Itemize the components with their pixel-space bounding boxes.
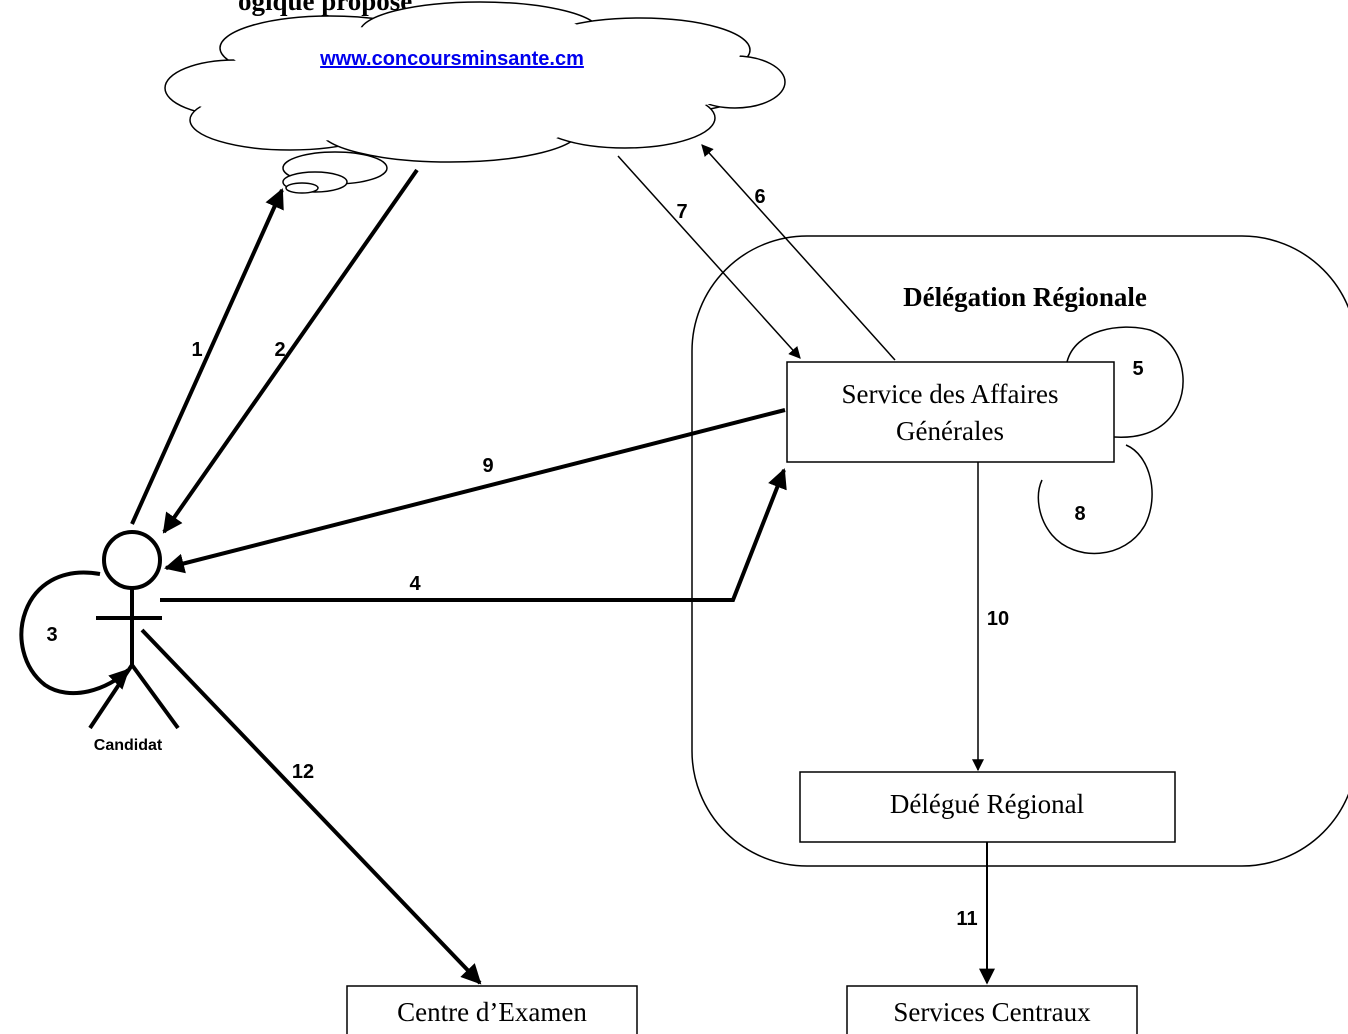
- node-centre-examen-label: Centre d’Examen: [397, 997, 587, 1027]
- page-title: ogique proposé: [238, 0, 412, 16]
- arrow-step-2: [162, 168, 419, 534]
- step-label-11: 11: [956, 908, 977, 930]
- node-delegue-regional-label: Délégué Régional: [890, 789, 1084, 819]
- regional-delegation-title: Délégation Régionale: [903, 282, 1147, 312]
- arrow-step-7: [617, 155, 801, 359]
- arrow-step-1: [130, 188, 284, 525]
- node-service-affaires-generales-line1: Service des Affaires: [842, 379, 1059, 409]
- step-label-9: 9: [482, 455, 493, 477]
- step-label-12: 12: [292, 761, 314, 783]
- node-services-centraux-label: Services Centraux: [893, 997, 1091, 1027]
- arrow-step-9: [164, 408, 786, 574]
- arrow-step-12: [140, 628, 482, 985]
- node-service-affaires-generales-line2: Générales: [896, 416, 1004, 446]
- regional-delegation-container: [691, 235, 1348, 867]
- node-centre-examen: Centre d’Examen: [346, 985, 638, 1034]
- step-label-6: 6: [754, 186, 765, 208]
- step-label-4: 4: [409, 573, 421, 595]
- arrow-step-6: [701, 144, 896, 361]
- step-label-2: 2: [274, 339, 285, 361]
- node-services-centraux: Services Centraux: [846, 985, 1138, 1034]
- cloud-tail-bubbles: [282, 151, 388, 194]
- website-link[interactable]: www.concoursminsante.cm: [319, 48, 584, 70]
- step-label-1: 1: [191, 339, 202, 361]
- step-label-5: 5: [1132, 358, 1143, 380]
- step-label-8: 8: [1074, 503, 1085, 525]
- actor-candidat-label: Candidat: [94, 737, 163, 754]
- arrow-step-8: [1037, 444, 1153, 555]
- step-label-3: 3: [46, 624, 57, 646]
- step-label-7: 7: [676, 201, 687, 223]
- arrow-step-3: [19, 570, 130, 696]
- arrow-step-4: [160, 468, 787, 602]
- node-delegue-regional: Délégué Régional: [799, 771, 1176, 843]
- step-label-10: 10: [987, 608, 1009, 630]
- actor-candidat: [88, 530, 180, 730]
- node-service-affaires-generales: Service des Affaires Générales: [786, 361, 1115, 463]
- arrow-step-5: [1066, 326, 1184, 438]
